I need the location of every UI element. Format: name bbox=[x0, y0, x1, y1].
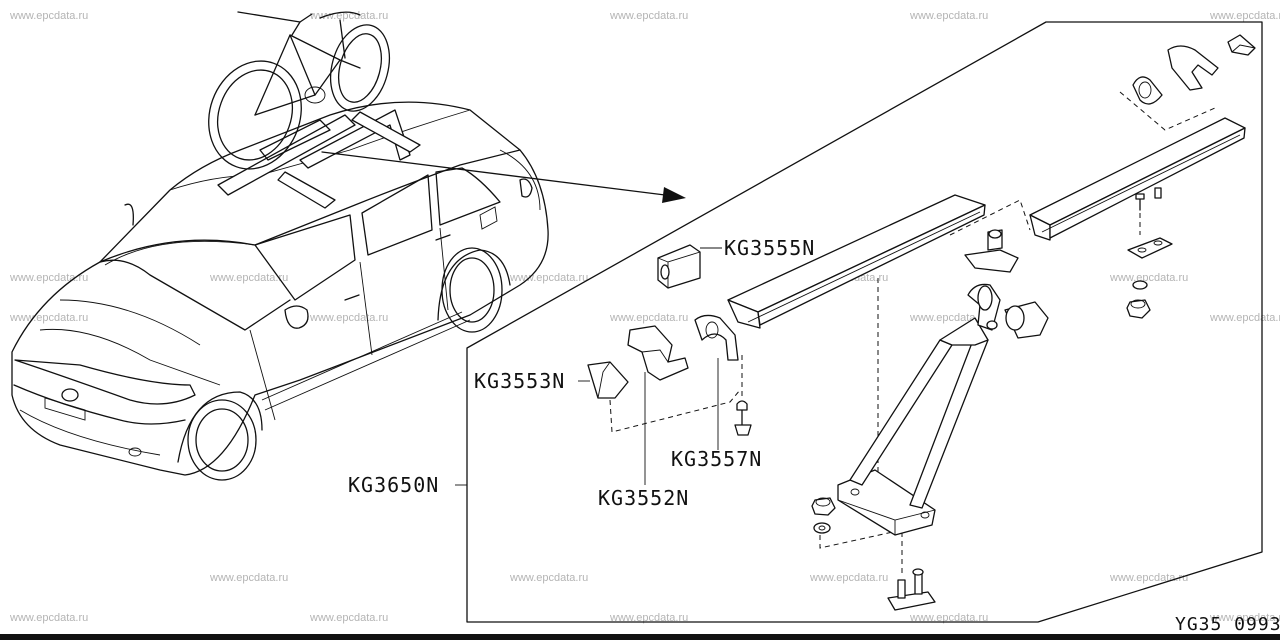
watermark: www.epcdata.ru bbox=[810, 572, 889, 584]
watermark: www.epcdata.ru bbox=[310, 10, 389, 22]
strut-assembly bbox=[838, 284, 1048, 535]
part-label-kg3650n[interactable]: KG3650N bbox=[348, 473, 440, 497]
watermark: www.epcdata.ru bbox=[510, 572, 589, 584]
bicycle-illustration bbox=[194, 12, 399, 182]
part-label-kg3553n[interactable]: KG3553N bbox=[474, 369, 566, 393]
bottom-border bbox=[0, 634, 1280, 640]
part-label-kg3557n[interactable]: KG3557N bbox=[671, 447, 763, 471]
exploded-view-frame bbox=[467, 22, 1262, 622]
part-kg3552n-clamp bbox=[628, 326, 688, 380]
watermark: www.epcdata.ru bbox=[10, 612, 89, 624]
screw bbox=[735, 401, 751, 435]
watermark: www.epcdata.ru bbox=[10, 10, 89, 22]
nut-washer-lower bbox=[812, 498, 835, 533]
part-kg3557n-clip bbox=[695, 315, 738, 360]
diagram-code: YG35 0993 bbox=[1175, 614, 1280, 635]
watermark: www.epcdata.ru bbox=[10, 272, 89, 284]
watermark: www.epcdata.ru bbox=[1110, 272, 1189, 284]
watermark: www.epcdata.ru bbox=[1210, 10, 1280, 22]
foot-bracket bbox=[888, 569, 935, 610]
car-illustration bbox=[12, 12, 548, 480]
small-parts-top-right bbox=[1133, 35, 1255, 104]
part-kg3555n-cap bbox=[658, 245, 700, 288]
watermark: www.epcdata.ru bbox=[910, 312, 989, 324]
watermark: www.epcdata.ru bbox=[310, 612, 389, 624]
watermark: www.epcdata.ru bbox=[210, 272, 289, 284]
watermark: www.epcdata.ru bbox=[910, 10, 989, 22]
part-label-kg3555n[interactable]: KG3555N bbox=[724, 236, 816, 260]
watermark: www.epcdata.ru bbox=[510, 272, 589, 284]
watermark: www.epcdata.ru bbox=[610, 312, 689, 324]
watermark: www.epcdata.ru bbox=[10, 312, 89, 324]
rail-rear bbox=[1030, 118, 1245, 240]
pointer-arrow bbox=[322, 152, 686, 203]
watermark: www.epcdata.ru bbox=[1210, 612, 1280, 624]
rail-bracket bbox=[965, 230, 1018, 272]
rail-front bbox=[728, 195, 985, 328]
watermark: www.epcdata.ru bbox=[310, 312, 389, 324]
part-label-kg3552n[interactable]: KG3552N bbox=[598, 486, 690, 510]
plate-nut-right bbox=[1127, 188, 1172, 318]
watermark: www.epcdata.ru bbox=[910, 612, 989, 624]
watermark: www.epcdata.ru bbox=[610, 612, 689, 624]
watermark: www.epcdata.ru bbox=[210, 572, 289, 584]
part-kg3553n-cover bbox=[588, 362, 628, 398]
watermark: www.epcdata.ru bbox=[610, 10, 689, 22]
